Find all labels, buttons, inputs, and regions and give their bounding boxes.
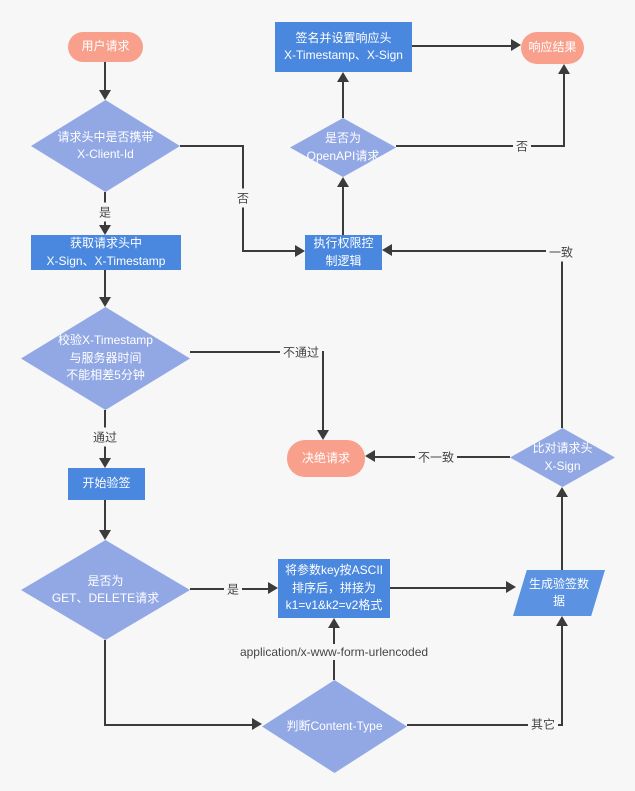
edge-line <box>322 351 324 432</box>
arrowhead <box>365 450 375 462</box>
arrowhead <box>556 616 568 626</box>
node-sort-params: 将参数key按ASCII 排序后，拼接为 k1=v1&k2=v2格式 <box>278 559 390 618</box>
edge-label-get-delete-yes: 是 <box>223 579 243 599</box>
edge-line <box>407 724 563 726</box>
arrowhead <box>556 487 568 497</box>
arrowhead <box>252 718 262 730</box>
node-is-openapi: 是否为 OpenAPI请求 <box>290 118 396 177</box>
arrowhead <box>382 244 392 256</box>
edge-line <box>561 497 563 570</box>
arrowhead <box>295 245 305 257</box>
arrowhead <box>99 458 111 468</box>
edge-line <box>104 500 106 532</box>
edge-label-content-type-other: 其它 <box>527 714 559 734</box>
edge-line <box>104 640 106 726</box>
arrowhead <box>99 530 111 540</box>
node-user-request: 用户请求 <box>68 32 143 62</box>
arrowhead <box>511 39 521 51</box>
edge-label-timestamp-pass: 通过 <box>89 427 121 447</box>
arrowhead <box>328 618 340 628</box>
edge-line <box>180 145 244 147</box>
edge-label-client-id-yes: 是 <box>95 202 115 222</box>
node-sign-response: 签名并设置响应头 X-Timestamp、X-Sign <box>275 22 412 72</box>
edge-label-sign-match: 一致 <box>545 242 577 262</box>
edge-line <box>342 185 344 235</box>
edge-line <box>104 270 106 299</box>
node-response-result: 响应结果 <box>521 32 584 64</box>
node-check-client-id: 请求头中是否携带 X-Client-Id <box>31 100 180 192</box>
edge-line <box>392 250 563 252</box>
arrowhead <box>268 582 278 594</box>
edge-line <box>104 62 106 92</box>
arrowhead <box>337 177 349 187</box>
edge-line <box>390 587 506 589</box>
arrowhead <box>99 297 111 307</box>
edge-label-content-type-form: application/x-www-form-urlencoded <box>236 644 432 660</box>
edge-label-openapi-no: 否 <box>512 136 532 156</box>
edge-line <box>104 724 252 726</box>
edge-line <box>190 351 324 353</box>
node-is-get-delete: 是否为 GET、DELETE请求 <box>21 540 190 640</box>
edge-line <box>561 626 563 726</box>
edge-line <box>561 251 563 428</box>
node-gen-verify-data: 生成验签数 据 <box>513 570 605 616</box>
edge-line <box>563 74 565 146</box>
arrowhead <box>337 72 349 82</box>
edge-label-timestamp-fail: 不通过 <box>279 342 323 362</box>
node-check-content-type: 判断Content-Type <box>262 680 407 773</box>
edge-line <box>412 45 511 47</box>
arrowhead <box>317 430 329 440</box>
node-reject-request: 决绝请求 <box>287 440 365 477</box>
node-start-verify: 开始验签 <box>68 468 145 500</box>
node-get-headers: 获取请求头中 X-Sign、X-Timestamp <box>31 235 181 270</box>
edge-line <box>342 80 344 118</box>
edge-label-sign-mismatch: 不一致 <box>414 447 458 467</box>
arrowhead <box>99 225 111 235</box>
arrowhead <box>506 581 516 593</box>
edge-line <box>243 250 295 252</box>
arrowhead <box>99 90 111 100</box>
node-exec-permission: 执行权限控 制逻辑 <box>305 235 382 270</box>
node-check-timestamp: 校验X-Timestamp 与服务器时间 不能相差5分钟 <box>21 307 190 410</box>
edge-label-client-id-no: 否 <box>233 188 253 208</box>
node-compare-sign: 比对请求头 X-Sign <box>510 428 615 487</box>
arrowhead <box>558 64 570 74</box>
edge-line <box>396 145 565 147</box>
